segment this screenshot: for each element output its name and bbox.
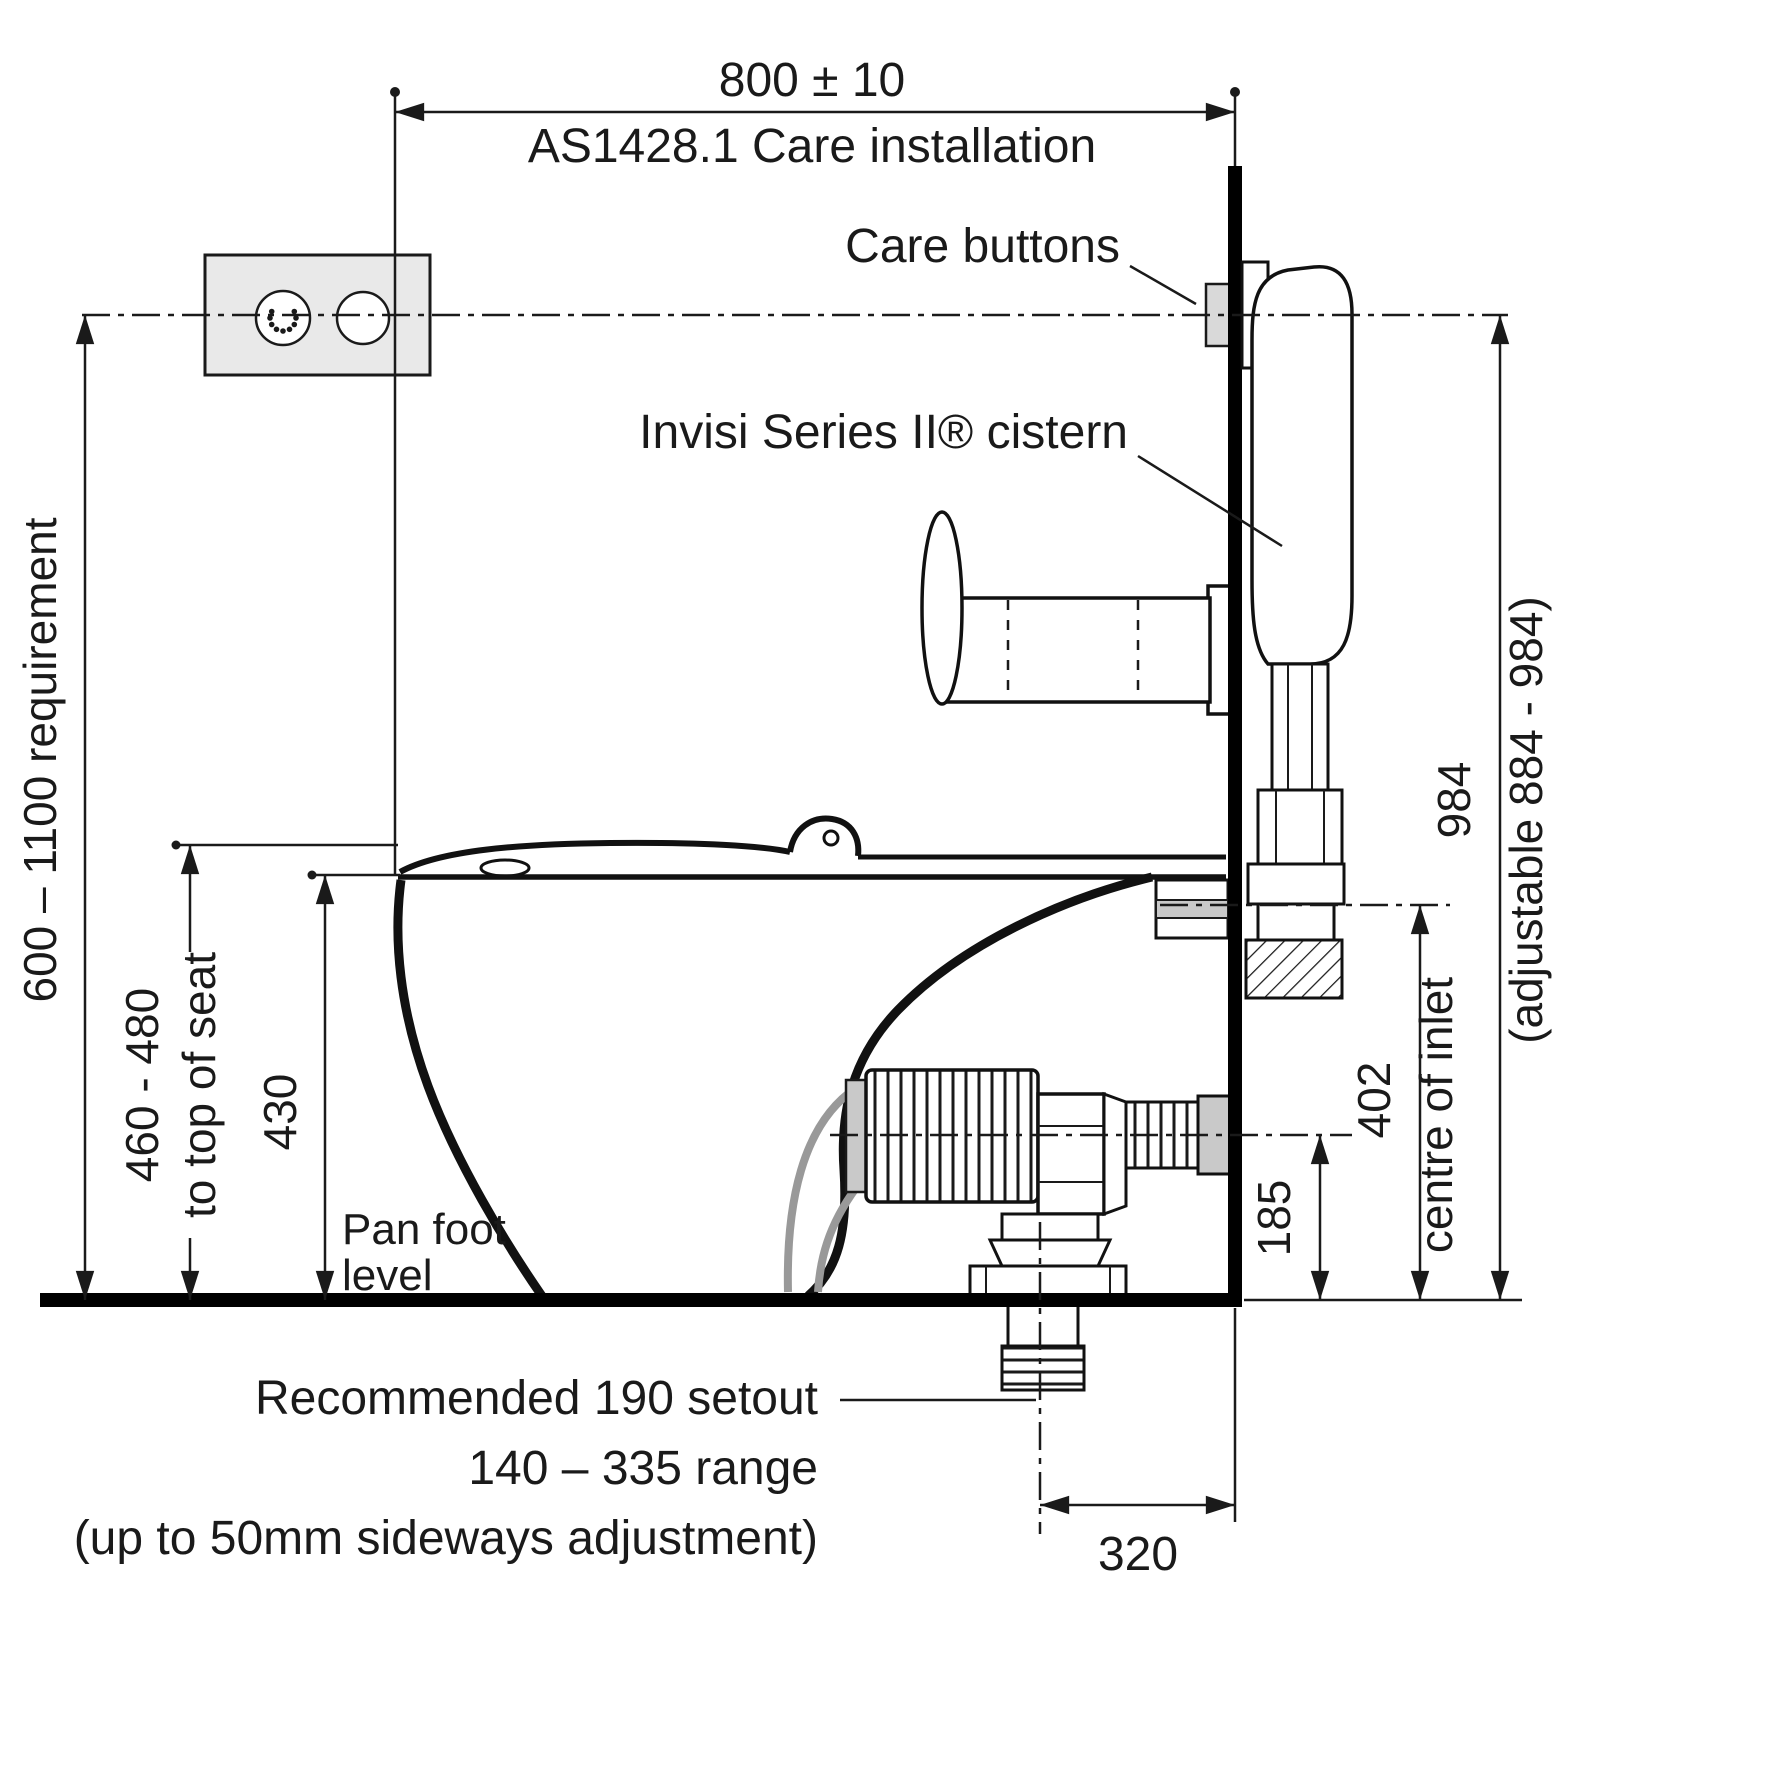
pan-height-label: 430 — [254, 1074, 306, 1151]
pan-foot-label-line1: Pan foot — [342, 1205, 506, 1254]
cistern-neck — [1270, 662, 1330, 792]
invisi-cistern — [1240, 260, 1354, 1000]
inlet-connector-seal — [1155, 899, 1229, 919]
adjustable-label: (adjustable 884 - 984) — [1500, 596, 1552, 1044]
standard-label: AS1428.1 Care installation — [528, 120, 1096, 173]
flush-valve — [1256, 788, 1344, 866]
dimension-lines — [75, 87, 1522, 1522]
outlet-coupler — [1246, 862, 1346, 906]
connector-body — [1036, 1092, 1106, 1216]
holder-end-disc — [920, 510, 964, 706]
outlet-cone — [987, 1238, 1113, 1268]
setout-width-label: 320 — [1098, 1528, 1178, 1581]
cistern-label: Invisi Series II® cistern — [639, 406, 1128, 459]
care-buttons-leader — [1129, 264, 1197, 306]
cistern-tank — [1250, 265, 1354, 666]
holder-bar — [944, 596, 1212, 704]
outlet-thread — [1000, 1344, 1086, 1392]
inlet-height-label: 402 — [1348, 1062, 1400, 1139]
roll-holder — [920, 510, 1238, 716]
supply-hose — [814, 1185, 860, 1293]
outlet-elbow — [1000, 1212, 1100, 1242]
toilet-pan — [393, 815, 1226, 1300]
seat-bumper — [479, 858, 531, 878]
pan-foot-label-line2: level — [342, 1251, 433, 1300]
centre-lines — [82, 313, 1508, 1534]
supply-hose — [783, 1084, 859, 1293]
wall-and-floor — [40, 166, 1242, 1307]
pan-front-profile — [393, 879, 546, 1299]
full-flush-button — [335, 290, 391, 346]
centre-of-inlet-label: centre of inlet — [1410, 977, 1462, 1253]
seat-height-note: to top of seat — [173, 952, 225, 1218]
width-dimension-label: 800 ± 10 — [719, 54, 906, 107]
flush-pipe-assembly — [783, 1068, 1232, 1392]
seat-hinge — [787, 815, 862, 857]
care-buttons-label: Care buttons — [845, 220, 1120, 273]
extension-dot — [307, 870, 317, 880]
button-height-label: 984 — [1428, 762, 1480, 839]
text-labels: 800 ± 10 AS1428.1 Care installation Care… — [14, 54, 1552, 1581]
cistern-leader — [1137, 454, 1283, 548]
outlet-adaptor — [1256, 902, 1336, 942]
extension-dot — [1230, 87, 1240, 97]
hinge-pin — [822, 829, 840, 847]
setout-label-line1: Recommended 190 setout — [255, 1372, 818, 1425]
setout-label-line3: (up to 50mm sideways adjustment) — [74, 1512, 818, 1565]
connector-nut — [1102, 1091, 1128, 1217]
seat-height-value: 460 - 480 — [116, 988, 168, 1182]
pan-back-profile — [804, 872, 1154, 1300]
extension-dot — [171, 840, 181, 850]
requirement-label: 600 – 1100 requirement — [14, 517, 66, 1002]
outlet-flange — [968, 1264, 1128, 1298]
extension-dot — [390, 87, 400, 97]
mounting-block — [1244, 938, 1344, 1000]
flush-height-label: 185 — [1248, 1180, 1300, 1257]
care-half-flush-button — [254, 289, 312, 347]
care-button-dots — [267, 308, 299, 334]
pan-inlet-connector — [1154, 878, 1230, 940]
setout-label-line2: 140 – 335 range — [468, 1442, 818, 1495]
seat-top — [398, 839, 791, 875]
